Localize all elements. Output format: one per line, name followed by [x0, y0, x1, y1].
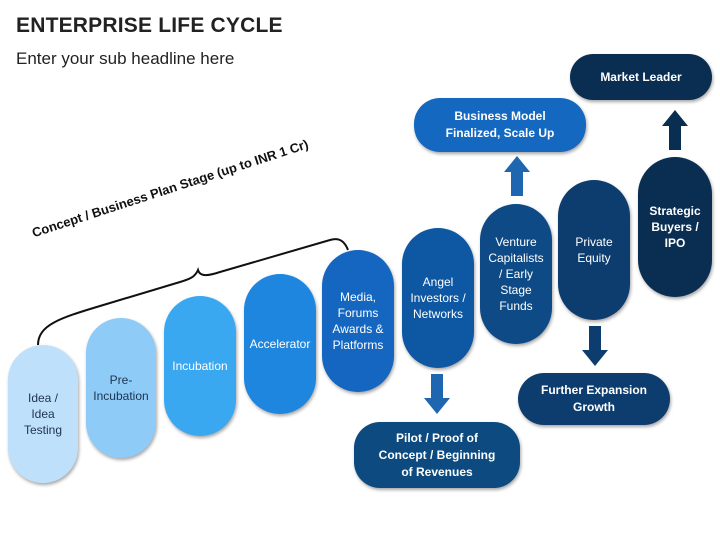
arrow-down-icon: [582, 326, 608, 366]
stage-private-equity: Private Equity: [558, 180, 630, 320]
stage-label: Venture Capitalists / Early Stage Funds: [488, 235, 544, 313]
page-subtitle: Enter your sub headline here: [16, 49, 235, 68]
outcome-pilot: Pilot / Proof of Concept / Beginning of …: [354, 422, 520, 488]
stage-label: Idea / Idea Testing: [23, 391, 63, 437]
outcome-market-leader: Market Leader: [570, 54, 712, 100]
arrow-up-icon: [504, 156, 530, 196]
page-title: ENTERPRISE LIFE CYCLE: [16, 14, 283, 37]
arrow-up-icon: [662, 110, 688, 150]
stage-strategic-buyers: Strategic Buyers / IPO: [638, 157, 712, 297]
outcome-label: Pilot / Proof of Concept / Beginning of …: [378, 430, 496, 479]
stage-label: Private Equity: [575, 235, 613, 265]
stage-venture-capitalists: Venture Capitalists / Early Stage Funds: [480, 204, 552, 344]
stage-label: Media, Forums Awards & Platforms: [332, 290, 384, 352]
outcome-label: Market Leader: [600, 69, 682, 84]
stage-incubation: Incubation: [164, 296, 236, 436]
stage-label: Strategic Buyers / IPO: [649, 204, 701, 250]
stage-accelerator: Accelerator: [244, 274, 316, 414]
stage-pre-incubation: Pre-Incubation: [86, 318, 156, 458]
outcome-further-expansion: Further Expansion Growth: [518, 373, 670, 425]
stage-label: Pre-Incubation: [93, 373, 149, 403]
stage-angel-investors: Angel Investors / Networks: [402, 228, 474, 368]
stage-label: Incubation: [172, 359, 228, 373]
stage-label: Angel Investors / Networks: [410, 275, 466, 321]
stage-idea-testing: Idea / Idea Testing: [8, 345, 78, 483]
outcome-label: Business Model Finalized, Scale Up: [445, 109, 555, 140]
stage-media-forums: Media, Forums Awards & Platforms: [322, 250, 394, 392]
stage-label: Accelerator: [249, 337, 311, 351]
outcome-business-model: Business Model Finalized, Scale Up: [414, 98, 586, 152]
outcome-label: Further Expansion Growth: [540, 383, 647, 414]
arrow-down-icon: [424, 374, 450, 414]
